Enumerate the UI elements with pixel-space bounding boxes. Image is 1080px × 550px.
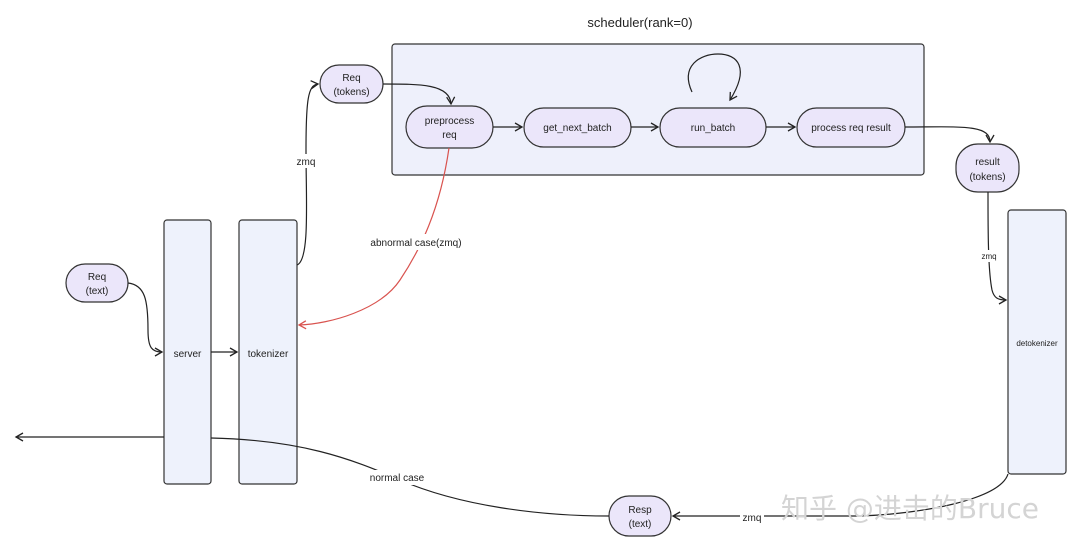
normal-case-label: normal case	[370, 473, 425, 484]
abnormal-case-label: abnormal case(zmq)	[370, 238, 461, 249]
run-batch-label: run_batch	[691, 123, 735, 134]
resp-text-line1: Resp	[628, 505, 652, 516]
edge-runbatch-loop	[687, 53, 741, 102]
tokenizer-column	[238, 219, 298, 485]
resp-text-line2: (text)	[629, 519, 652, 530]
edge-abnormal-case	[297, 147, 450, 330]
req-text-line2: (text)	[86, 286, 109, 297]
req-tokens-line2: (tokens)	[333, 87, 369, 98]
preprocess-line2: req	[442, 130, 456, 141]
resp-text-node	[608, 495, 672, 537]
zmq-label-resp: zmq	[743, 513, 762, 524]
preprocess-line1: preprocess	[425, 116, 474, 127]
edge-detokenizer-resp	[671, 473, 1009, 521]
process-req-result-label: process req result	[811, 123, 891, 134]
edge-reqtext-server	[127, 282, 164, 357]
detokenizer-column	[1007, 209, 1067, 475]
watermark: 知乎 @进击的Bruce	[781, 492, 1039, 525]
result-tokens-line1: result	[975, 157, 1000, 168]
server-label: server	[174, 349, 202, 360]
get-next-batch-label: get_next_batch	[543, 123, 611, 134]
preprocess-req-node	[405, 105, 494, 149]
result-tokens-line2: (tokens)	[969, 172, 1005, 183]
edge-processresult-result	[904, 126, 995, 144]
edge-tokenizer-reqtokens	[296, 80, 320, 266]
tokenizer-label: tokenizer	[248, 349, 289, 360]
req-text-line1: Req	[88, 272, 106, 283]
detokenizer-label: detokenizer	[1016, 339, 1058, 348]
zmq-label-tokenizer: zmq	[297, 157, 316, 168]
req-tokens-line1: Req	[342, 73, 360, 84]
scheduler-title: scheduler(rank=0)	[587, 15, 692, 30]
zmq-label-detokenizer: zmq	[981, 252, 996, 261]
scheduler-container	[391, 43, 925, 176]
edge-result-detokenizer	[987, 191, 1008, 305]
edge-reqtokens-preprocess	[382, 83, 456, 106]
result-tokens-node	[955, 143, 1020, 193]
